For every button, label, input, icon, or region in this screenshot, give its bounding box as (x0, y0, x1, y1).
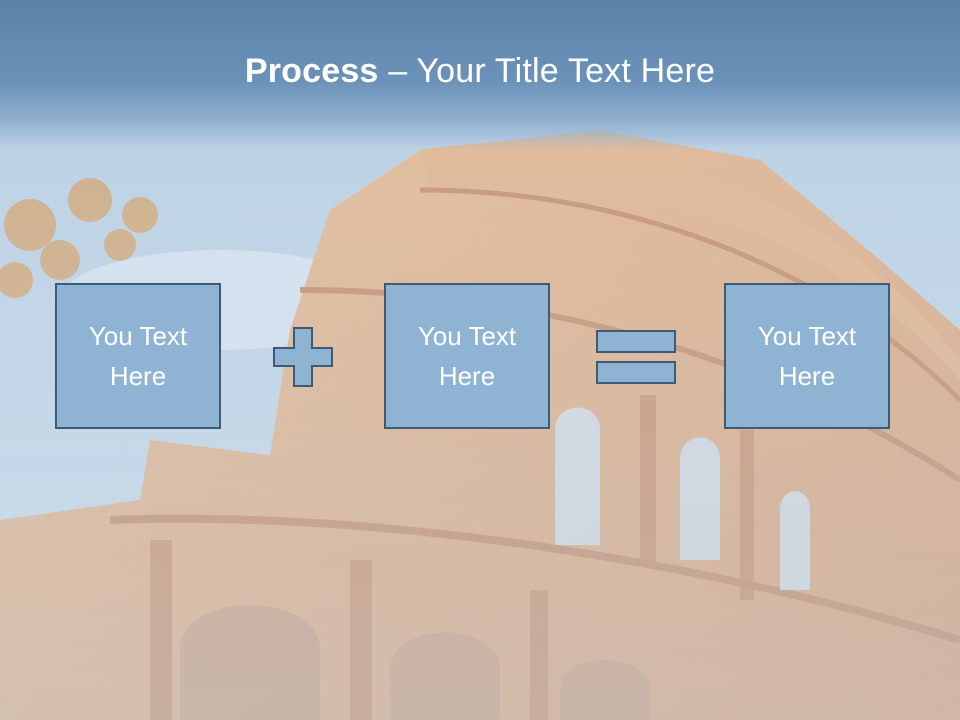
process-box-2-text: You Text Here (417, 321, 517, 391)
process-box-1[interactable]: You Text Here (55, 283, 221, 429)
title-rest: Your Title Text Here (416, 52, 716, 90)
process-box-3-text: You Text Here (757, 321, 857, 391)
slide-title: Process – Your Title Text Here (0, 52, 960, 91)
process-box-3[interactable]: You Text Here (724, 283, 890, 429)
title-strong: Process (244, 52, 379, 90)
plus-icon (273, 327, 333, 387)
equals-icon (596, 330, 676, 384)
title-band (0, 0, 960, 150)
process-box-1-text: You Text Here (88, 321, 188, 391)
process-box-2[interactable]: You Text Here (384, 283, 550, 429)
title-dash: – (378, 52, 417, 90)
